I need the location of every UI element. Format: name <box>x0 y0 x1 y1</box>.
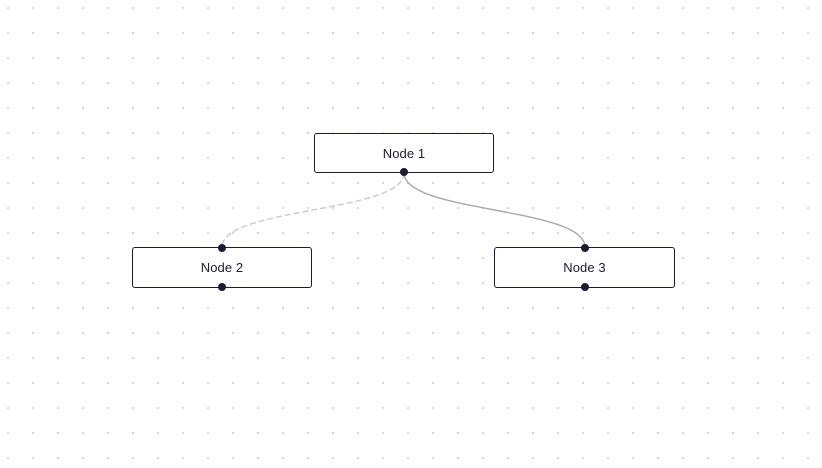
handle-bottom[interactable] <box>400 168 408 176</box>
node-label: Node 2 <box>200 260 244 275</box>
edge-node1-node2[interactable] <box>221 172 405 248</box>
node-label: Node 1 <box>382 145 426 161</box>
flow-node-node-3[interactable]: Node 3 <box>494 244 675 291</box>
flow-node-node-2[interactable]: Node 2 <box>132 244 312 291</box>
handle-top[interactable] <box>218 244 226 252</box>
handle-top[interactable] <box>580 244 589 252</box>
node-label: Node 3 <box>563 260 606 275</box>
edge-node1-node3[interactable] <box>403 172 586 248</box>
handle-bottom[interactable] <box>218 283 226 291</box>
flow-node-node-1[interactable]: Node 1 <box>314 133 494 176</box>
handle-bottom[interactable] <box>580 283 589 291</box>
